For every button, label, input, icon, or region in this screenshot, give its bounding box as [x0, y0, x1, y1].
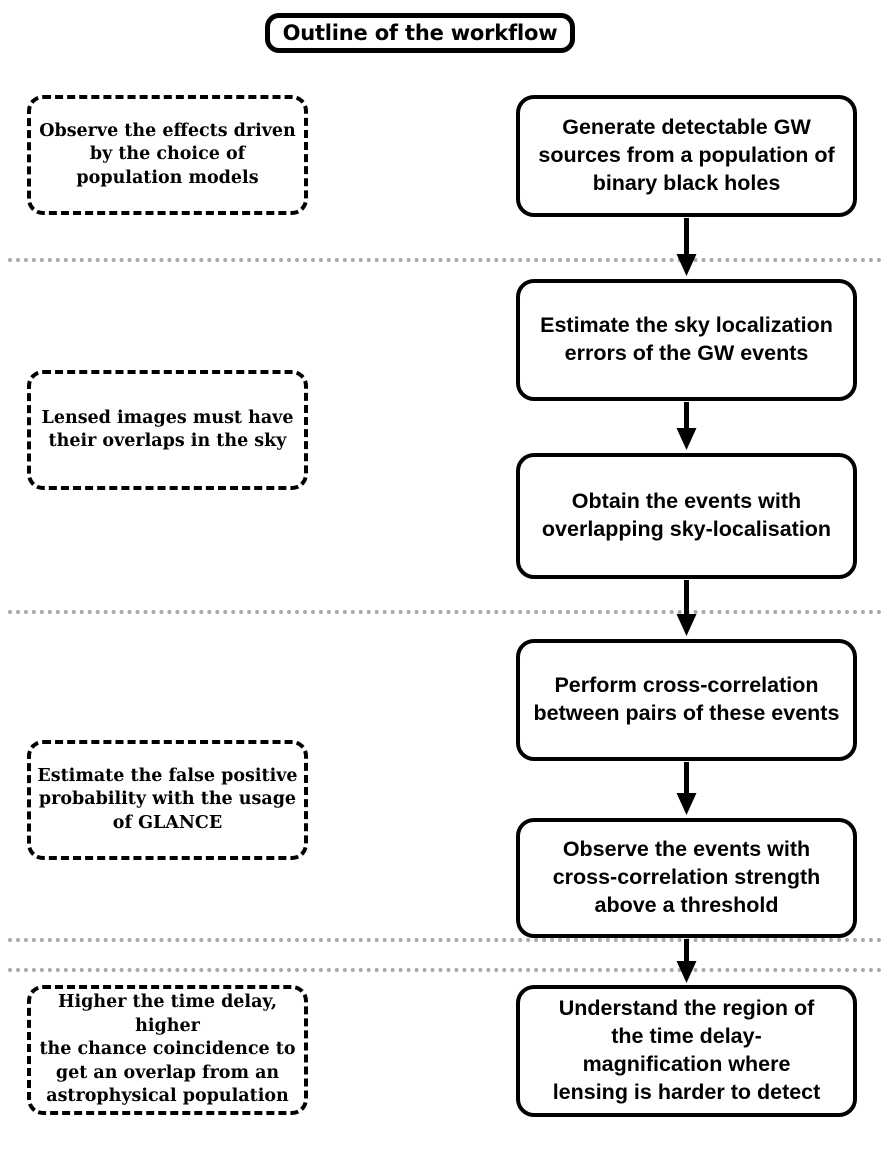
process-text: Understand the region of the time delay-…	[552, 996, 821, 1104]
arrow-down-icon	[676, 762, 697, 815]
note-text: Observe the effects driven by the choice…	[39, 120, 296, 188]
process-text: Obtain the events with overlapping sky-l…	[541, 489, 832, 541]
process-box-generate-sources: Generate detectable GW sources from a po…	[516, 95, 857, 217]
flow-arrow-5-to-6	[675, 939, 698, 985]
arrow-down-icon	[676, 218, 697, 276]
process-text: Perform cross-correlation between pairs …	[533, 673, 840, 725]
note-box-sky-overlap: Lensed images must have their overlaps i…	[27, 370, 308, 490]
arrow-down-icon	[676, 939, 697, 983]
section-separator-4	[8, 968, 882, 972]
diagram-title-text: Outline of the workflow	[282, 21, 558, 45]
process-box-understand-region: Understand the region of the time delay-…	[516, 985, 857, 1117]
process-box-cross-correlation: Perform cross-correlation between pairs …	[516, 639, 857, 761]
note-box-false-positive: Estimate the false positive probability …	[27, 740, 308, 860]
process-text: Generate detectable GW sources from a po…	[538, 115, 835, 195]
note-box-population-models: Observe the effects driven by the choice…	[27, 95, 308, 215]
section-separator-2	[8, 610, 882, 614]
flow-arrow-1-to-2	[675, 218, 698, 278]
note-box-time-delay: Higher the time delay, higher the chance…	[27, 985, 308, 1115]
note-text: Lensed images must have their overlaps i…	[41, 407, 294, 451]
note-text: Estimate the false positive probability …	[37, 765, 298, 833]
process-box-above-threshold: Observe the events with cross-correlatio…	[516, 818, 857, 938]
section-separator-3	[8, 938, 882, 942]
process-box-obtain-overlapping: Obtain the events with overlapping sky-l…	[516, 453, 857, 579]
process-text: Observe the events with cross-correlatio…	[552, 837, 821, 917]
arrow-down-icon	[676, 580, 697, 636]
flow-arrow-2-to-3	[675, 402, 698, 452]
process-box-estimate-localization: Estimate the sky localization errors of …	[516, 279, 857, 401]
flow-arrow-3-to-4	[675, 580, 698, 638]
note-text: Higher the time delay, higher the chance…	[39, 992, 296, 1107]
arrow-down-icon	[676, 402, 697, 450]
diagram-title: Outline of the workflow	[265, 13, 575, 53]
section-separator-1	[8, 258, 882, 262]
process-text: Estimate the sky localization errors of …	[540, 313, 833, 365]
flow-arrow-4-to-5	[675, 762, 698, 817]
